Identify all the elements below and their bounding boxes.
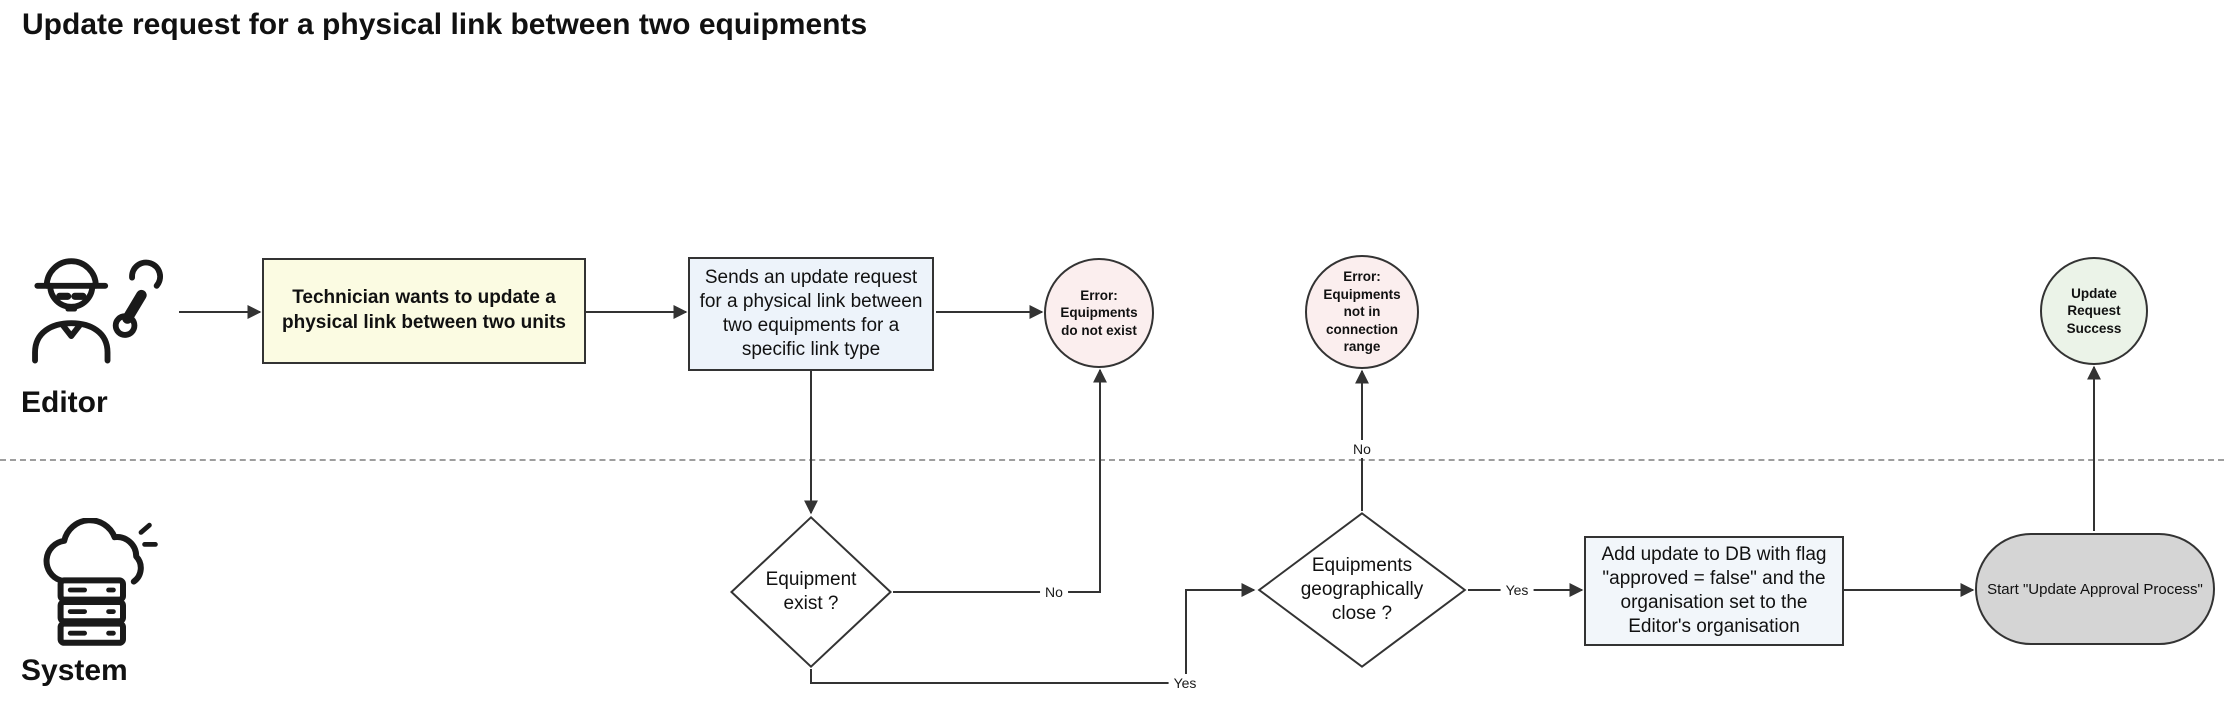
lane-divider: [0, 459, 2224, 461]
end-error-equipments-not-exist: Error: Equipments do not exist: [1044, 258, 1154, 368]
editor-lane-label: Editor: [21, 386, 108, 419]
terminal-start-update-approval-process: Start "Update Approval Process": [1975, 533, 2215, 645]
edge-label-geo-no: No: [1348, 440, 1376, 458]
system-actor: [25, 518, 161, 650]
edge-label-exist-yes: Yes: [1168, 674, 1202, 692]
decision-label: Equipment exist ?: [765, 568, 857, 614]
decision-label: Equipments geographically close ?: [1300, 554, 1424, 625]
error-label: Error: Equipments do not exist: [1060, 287, 1138, 338]
decision-equipments-geographically-close: Equipments geographically close ?: [1256, 511, 1468, 669]
editor-actor: [21, 232, 173, 384]
edge-label-geo-yes: Yes: [1500, 581, 1534, 599]
edge-label-exist-no: No: [1040, 583, 1068, 601]
process-label: Add update to DB with flag "approved = f…: [1601, 543, 1827, 638]
decision-equipment-exist: Equipment exist ?: [729, 515, 893, 669]
technician-icon: [32, 258, 163, 364]
task-technician-wants-update: Technician wants to update a physical li…: [262, 258, 586, 364]
end-error-not-in-connection-range: Error: Equipments not in connection rang…: [1305, 255, 1419, 369]
terminal-label: Start "Update Approval Process": [1987, 580, 2203, 598]
system-lane-label: System: [21, 654, 128, 687]
process-add-update-to-db: Add update to DB with flag "approved = f…: [1584, 536, 1844, 646]
diamond-shape: [729, 515, 893, 669]
diamond-shape: [1256, 511, 1468, 669]
success-label: Update Request Success: [2066, 285, 2122, 336]
task-label: Technician wants to update a physical li…: [282, 287, 566, 333]
cloud-server-icon: [43, 518, 158, 646]
edge-decision1-no: [893, 368, 1107, 593]
message-label: Sends an update request for a physical l…: [699, 266, 923, 361]
message-send-update-request: Sends an update request for a physical l…: [688, 257, 934, 371]
diagram-title: Update request for a physical link betwe…: [22, 8, 868, 41]
error-label: Error: Equipments not in connection rang…: [1323, 269, 1401, 355]
end-update-request-success: Update Request Success: [2040, 257, 2148, 365]
